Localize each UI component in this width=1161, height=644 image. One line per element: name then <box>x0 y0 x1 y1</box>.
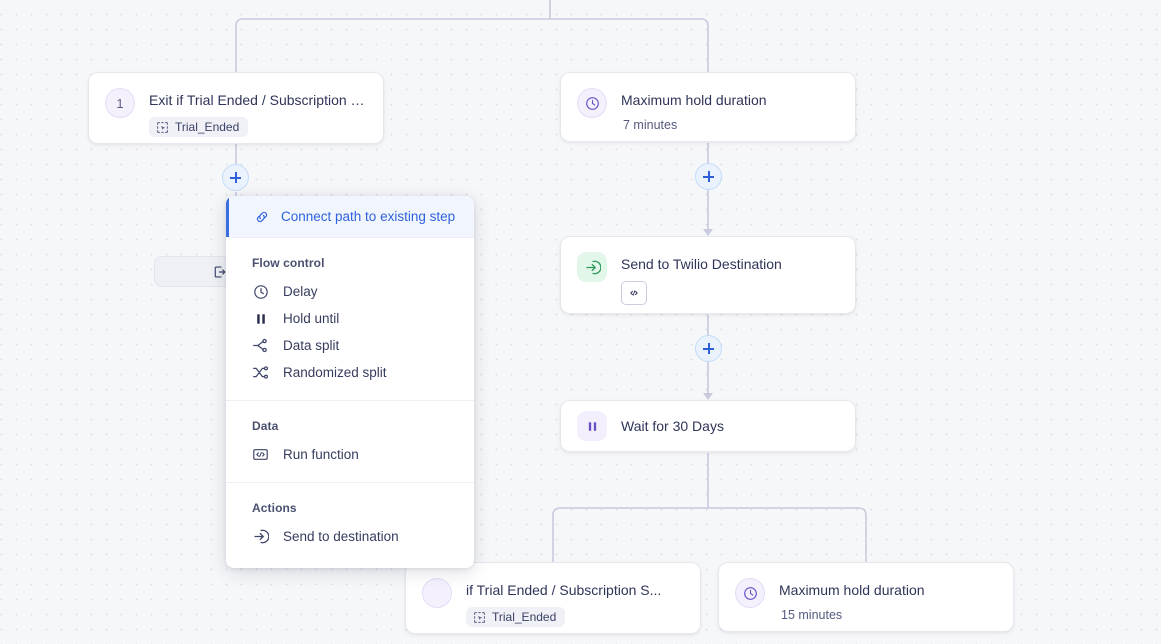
menu-item-label: Hold until <box>283 311 340 326</box>
node-title: Exit if Trial Ended / Subscription S... <box>149 92 367 108</box>
send-to-destination-icon <box>577 252 607 282</box>
node-title: Maximum hold duration <box>779 582 925 598</box>
menu-item-label: Send to destination <box>283 529 399 544</box>
add-step-button-left[interactable] <box>222 164 249 191</box>
menu-item-run-function[interactable]: Run function <box>226 441 474 468</box>
node-maximum-hold-duration-7min[interactable]: Maximum hold duration 7 minutes <box>560 72 856 142</box>
node-title: Wait for 30 Days <box>621 418 724 434</box>
menu-item-delay[interactable]: Delay <box>226 278 474 305</box>
node-tag-badge: Trial_Ended <box>149 117 249 137</box>
node-title: Send to Twilio Destination <box>621 256 782 272</box>
node-tag-label: Trial_Ended <box>175 120 240 134</box>
link-icon <box>253 208 270 225</box>
node-exit-if-trial-ended-bottom[interactable]: if Trial Ended / Subscription S... Trial… <box>405 562 701 634</box>
node-maximum-hold-duration-15min[interactable]: Maximum hold duration 15 minutes <box>718 562 1014 632</box>
clock-icon <box>252 283 269 300</box>
add-step-button-right-lower[interactable] <box>695 335 722 362</box>
node-subtitle: 15 minutes <box>781 608 843 622</box>
node-wait-for-30-days[interactable]: Wait for 30 Days <box>560 400 856 452</box>
node-exit-if-trial-ended-top[interactable]: 1 Exit if Trial Ended / Subscription S..… <box>88 72 384 144</box>
menu-item-label: Data split <box>283 338 340 353</box>
selection-cursor-icon <box>474 611 485 623</box>
randomized-split-icon <box>252 364 269 381</box>
code-icon <box>621 281 647 305</box>
hold-until-icon <box>577 411 607 441</box>
node-tag-label: Trial_Ended <box>492 610 557 624</box>
data-split-icon <box>252 337 269 354</box>
menu-item-label: Run function <box>283 447 359 462</box>
menu-item-label: Randomized split <box>283 365 387 380</box>
add-step-button-right-upper[interactable] <box>695 163 722 190</box>
selection-cursor-icon <box>157 121 168 133</box>
clock-icon <box>577 88 607 118</box>
add-step-menu[interactable]: Connect path to existing step Flow contr… <box>226 196 474 568</box>
node-title: if Trial Ended / Subscription S... <box>466 582 662 598</box>
menu-item-hold-until[interactable]: Hold until <box>226 305 474 332</box>
menu-item-data-split[interactable]: Data split <box>226 332 474 359</box>
send-to-destination-icon <box>252 528 269 545</box>
menu-item-connect-path-to-existing-step[interactable]: Connect path to existing step <box>226 196 474 237</box>
node-send-to-twilio-destination[interactable]: Send to Twilio Destination <box>560 236 856 314</box>
pause-icon <box>252 310 269 327</box>
menu-item-label: Delay <box>283 284 318 299</box>
clock-icon <box>735 578 765 608</box>
menu-hero-label: Connect path to existing step <box>281 209 456 224</box>
menu-section-label: Flow control <box>252 256 325 270</box>
node-step-number: 1 <box>116 95 124 111</box>
menu-section-flow-control: Flow control Delay Hold until <box>226 237 474 400</box>
menu-item-randomized-split[interactable]: Randomized split <box>226 359 474 386</box>
menu-section-label: Actions <box>252 501 297 515</box>
menu-section-label: Data <box>252 419 279 433</box>
menu-section-data: Data Run function <box>226 400 474 482</box>
code-icon <box>252 446 269 463</box>
exit-icon <box>214 265 226 278</box>
node-tag-badge: Trial_Ended <box>466 607 566 627</box>
number-badge-icon: 1 <box>105 88 135 118</box>
number-badge-icon <box>422 578 452 608</box>
menu-item-send-to-destination[interactable]: Send to destination <box>226 523 474 550</box>
node-subtitle: 7 minutes <box>623 118 678 132</box>
node-title: Maximum hold duration <box>621 92 767 108</box>
menu-section-actions: Actions Send to destination <box>226 482 474 568</box>
